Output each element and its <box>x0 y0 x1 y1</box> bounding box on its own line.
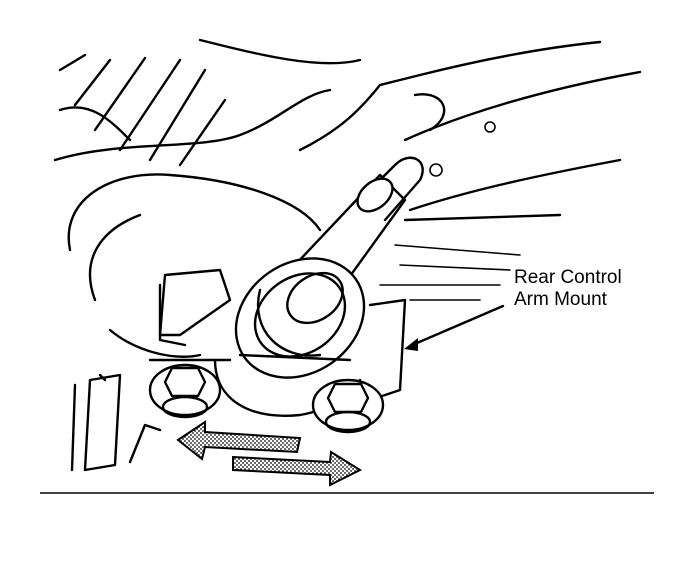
bushing <box>234 257 366 379</box>
bolt-left <box>148 363 222 419</box>
callout-label-line2: Arm Mount <box>514 289 608 310</box>
arrow-left-icon <box>176 420 302 461</box>
frame-rail <box>403 40 642 212</box>
callout-leader <box>404 304 505 351</box>
arrow-right-icon <box>232 450 363 487</box>
body-panel <box>53 38 422 167</box>
bolt-right <box>311 378 385 434</box>
side-tab <box>70 373 162 472</box>
housing <box>67 173 322 358</box>
callout-label-line1: Rear Control <box>514 267 622 288</box>
